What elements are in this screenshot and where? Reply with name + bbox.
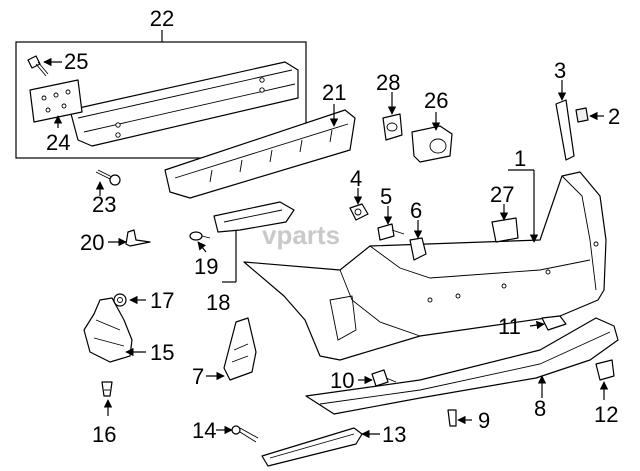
callout-26: 26	[424, 88, 448, 113]
clip-part-2	[575, 107, 589, 123]
callout-8: 8	[534, 396, 546, 421]
callout-17: 17	[150, 288, 174, 313]
clip-part-9	[447, 409, 457, 427]
retainer-part-20	[125, 229, 151, 247]
callout-16: 16	[92, 422, 116, 447]
callout-10: 10	[330, 368, 354, 393]
callout-11: 11	[498, 314, 521, 339]
bracket-part-12	[595, 359, 615, 381]
side-seal-part	[555, 99, 575, 161]
nut-part-17	[113, 293, 127, 307]
clip-part-19	[189, 231, 211, 241]
callout-1: 1	[514, 146, 526, 171]
callout-27: 27	[490, 182, 514, 207]
reflector-part-13	[261, 427, 363, 467]
callout-5: 5	[380, 184, 392, 209]
callout-4: 4	[350, 166, 362, 191]
side-bracket-part-18	[213, 201, 295, 233]
clip-part-16	[101, 381, 113, 397]
screw-part-14	[231, 425, 259, 443]
callout-23: 23	[92, 192, 116, 217]
callout-19: 19	[194, 254, 218, 279]
callout-24: 24	[46, 130, 70, 155]
reinforcement-group-box	[15, 30, 307, 159]
callout-13: 13	[382, 422, 406, 447]
clip-part-11	[541, 315, 567, 331]
bolt-part-25	[27, 55, 62, 77]
rear-bumper-cover-part	[243, 171, 607, 361]
callout-14: 14	[192, 418, 216, 443]
callout-18: 18	[206, 290, 230, 315]
callout-25: 25	[64, 49, 88, 74]
energy-absorber-part	[164, 109, 356, 199]
bumper-reinforcement-part	[29, 61, 299, 147]
callout-2: 2	[608, 104, 620, 129]
callout-3: 3	[554, 58, 566, 83]
screw-part-5	[377, 223, 405, 241]
lower-diffuser-part-8	[305, 317, 619, 415]
bolt-part-23	[95, 169, 121, 186]
bumper-bracket-part-27	[491, 217, 519, 243]
nut-part-4	[349, 203, 369, 221]
side-support-part-15	[83, 297, 133, 363]
watermark-text: vparts	[262, 220, 340, 250]
callout-28: 28	[376, 70, 400, 95]
bolt-part-10	[371, 369, 397, 387]
callout-6: 6	[410, 198, 422, 223]
callout-21: 21	[322, 80, 346, 105]
sensor-bracket-part	[382, 113, 403, 141]
callout-20: 20	[80, 230, 104, 255]
callout-9: 9	[478, 408, 490, 433]
reflector-bracket-part-7	[223, 317, 257, 381]
callout-22: 22	[150, 6, 174, 31]
callout-15: 15	[150, 340, 174, 365]
callout-12: 12	[594, 402, 618, 427]
callout-7: 7	[192, 364, 204, 389]
parking-sensor-part	[411, 125, 453, 163]
